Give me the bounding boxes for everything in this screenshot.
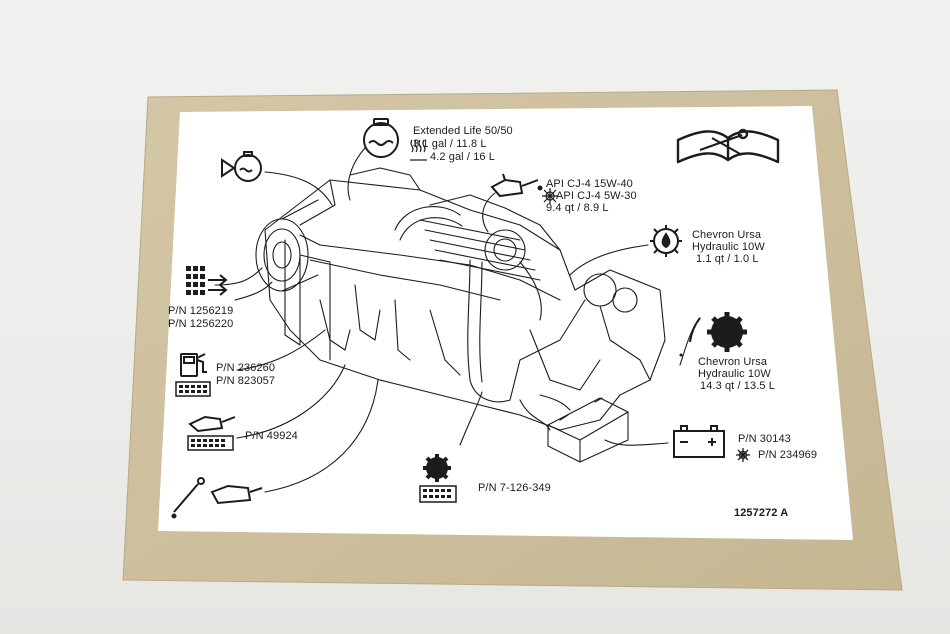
fuel-pump-icon [180,353,207,377]
hydraulic-drop-gear-icon [650,225,682,257]
gear-icon [679,312,747,357]
label-code: 1257272 A [734,507,789,519]
hydraulic-small-capacity: 1.1 qt / 1.0 L [696,253,759,265]
air-filter-pn-2: P/N 1256220 [168,318,234,330]
coolant-capacity-2: 4.2 gal / 16 L [430,151,496,163]
oil-can-icon [490,173,543,198]
oil-filter-pn: P/N 49924 [245,430,298,442]
engine-oil-spec-1: API CJ-4 15W-40 [546,178,633,190]
fuel-filter-pn-1: P/N 236260 [216,362,276,374]
engine-oil-capacity: 9.4 qt / 8.9 L [546,202,609,214]
air-filter-icon [186,266,228,296]
hydraulic-small-name: Chevron Ursa [692,229,762,241]
hydraulic-large-capacity: 14.3 qt / 13.5 L [700,380,775,392]
hydraulic-small-type: Hydraulic 10W [692,241,765,253]
coolant-name: Extended Life 50/50 [413,125,513,137]
hydraulic-filter-pn: P/N 7-126-349 [478,482,551,494]
air-filter-pn-1: P/N 1256219 [168,305,234,317]
fuel-filter-pn-2: P/N 823057 [216,375,276,387]
coolant-capacity-1: 3.1 gal / 11.8 L [413,138,487,150]
battery-icon [673,425,725,458]
hydraulic-large-name: Chevron Ursa [698,356,768,368]
hydraulic-large-type: Hydraulic 10W [698,368,771,380]
coolant-tank-icon [363,118,399,158]
heat-wave-icon [410,139,427,161]
cold-start-icon [542,188,558,204]
engine-oil-spec-2: API CJ-4 5W-30 [556,190,637,202]
battery-pn-1: P/N 30143 [738,433,791,445]
oil-filter-icon [187,415,236,451]
manual-wrench-icon [676,128,780,164]
battery-pn-2: P/N 234969 [758,449,818,461]
fuel-filter-dots [175,381,211,397]
dipstick-icon [171,477,263,519]
hydraulic-filter-icon [419,454,457,503]
heater-icon [221,151,262,182]
cold-start-icon-battery [736,448,750,462]
